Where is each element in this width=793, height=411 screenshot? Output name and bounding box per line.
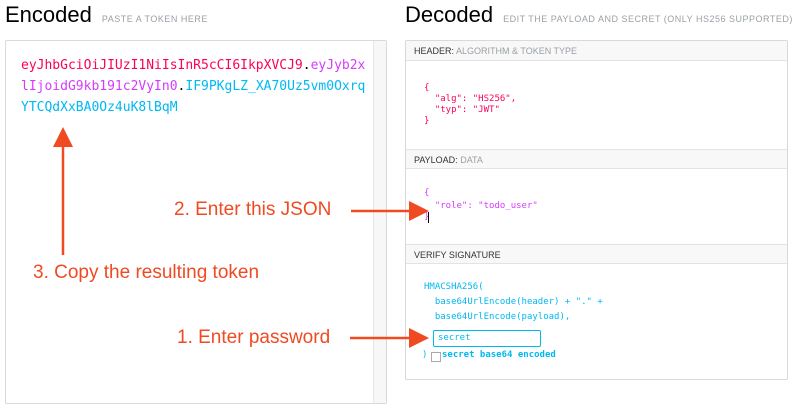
payload-section-sublabel: DATA: [460, 155, 483, 165]
header-json-line: "alg": "HS256",: [424, 94, 517, 104]
header-section-label: HEADER:: [414, 46, 455, 56]
secret-input[interactable]: secret: [433, 330, 541, 347]
payload-section-title: PAYLOAD: DATA: [406, 149, 787, 169]
token-dot: .: [302, 58, 311, 73]
encoded-token-textarea[interactable]: eyJhbGciOiJIUzI1NiIsInR5cCI6IkpXVCJ9.eyJ…: [5, 40, 387, 404]
payload-section-label: PAYLOAD:: [414, 155, 458, 165]
payload-json-line: "role": "todo_user": [424, 201, 538, 211]
signature-code-line: HMACSHA256(: [424, 282, 484, 292]
signature-section-label: VERIFY SIGNATURE: [414, 250, 501, 260]
encoded-hint: PASTE A TOKEN HERE: [101, 14, 208, 24]
signature-section-title: VERIFY SIGNATURE: [406, 244, 787, 264]
decoded-header: Decoded EDIT THE PAYLOAD AND SECRET (ONL…: [405, 2, 793, 28]
token-dot: .: [177, 79, 186, 94]
header-section-sublabel: ALGORITHM & TOKEN TYPE: [456, 46, 578, 56]
encoded-header: Encoded PASTE A TOKEN HERE: [5, 2, 208, 28]
signature-close-paren: ): [422, 350, 428, 360]
decoded-title: Decoded: [405, 2, 494, 27]
token-signature-part: IF9PKgLZ_XA70Uz5vm0OxrqYTCQdXxBA0Oz4uK8l…: [21, 79, 366, 115]
secret-base64-checkbox[interactable]: [431, 352, 441, 362]
decoded-panel: HEADER: ALGORITHM & TOKEN TYPE { "alg": …: [405, 40, 788, 380]
token-payload-part: eyJyb2xlIjoidG9kb191c2VyIn0: [21, 58, 366, 94]
secret-input-value: secret: [438, 333, 471, 343]
signature-code-line: base64UrlEncode(header) + "." +: [424, 297, 603, 307]
encoded-scrollbar[interactable]: [373, 41, 386, 403]
token-header-part: eyJhbGciOiJIUzI1NiIsInR5cCI6IkpXVCJ9: [21, 58, 303, 73]
header-json-line: {: [424, 83, 430, 93]
secret-base64-label[interactable]: secret base64 encoded: [442, 350, 556, 360]
payload-json-line: {: [424, 188, 430, 198]
header-json-line: }: [424, 116, 430, 126]
header-json-line: "typ": "JWT": [424, 105, 500, 115]
annotation-step3: 3. Copy the resulting token: [33, 262, 260, 283]
decoded-hint: EDIT THE PAYLOAD AND SECRET (ONLY HS256 …: [503, 14, 793, 24]
signature-code-line: base64UrlEncode(payload),: [424, 312, 571, 322]
encoded-title: Encoded: [5, 2, 92, 27]
header-section-title: HEADER: ALGORITHM & TOKEN TYPE: [406, 41, 787, 61]
annotation-step2: 2. Enter this JSON: [174, 199, 332, 220]
annotation-step1: 1. Enter password: [177, 327, 331, 348]
encoded-token[interactable]: eyJhbGciOiJIUzI1NiIsInR5cCI6IkpXVCJ9.eyJ…: [21, 55, 366, 118]
